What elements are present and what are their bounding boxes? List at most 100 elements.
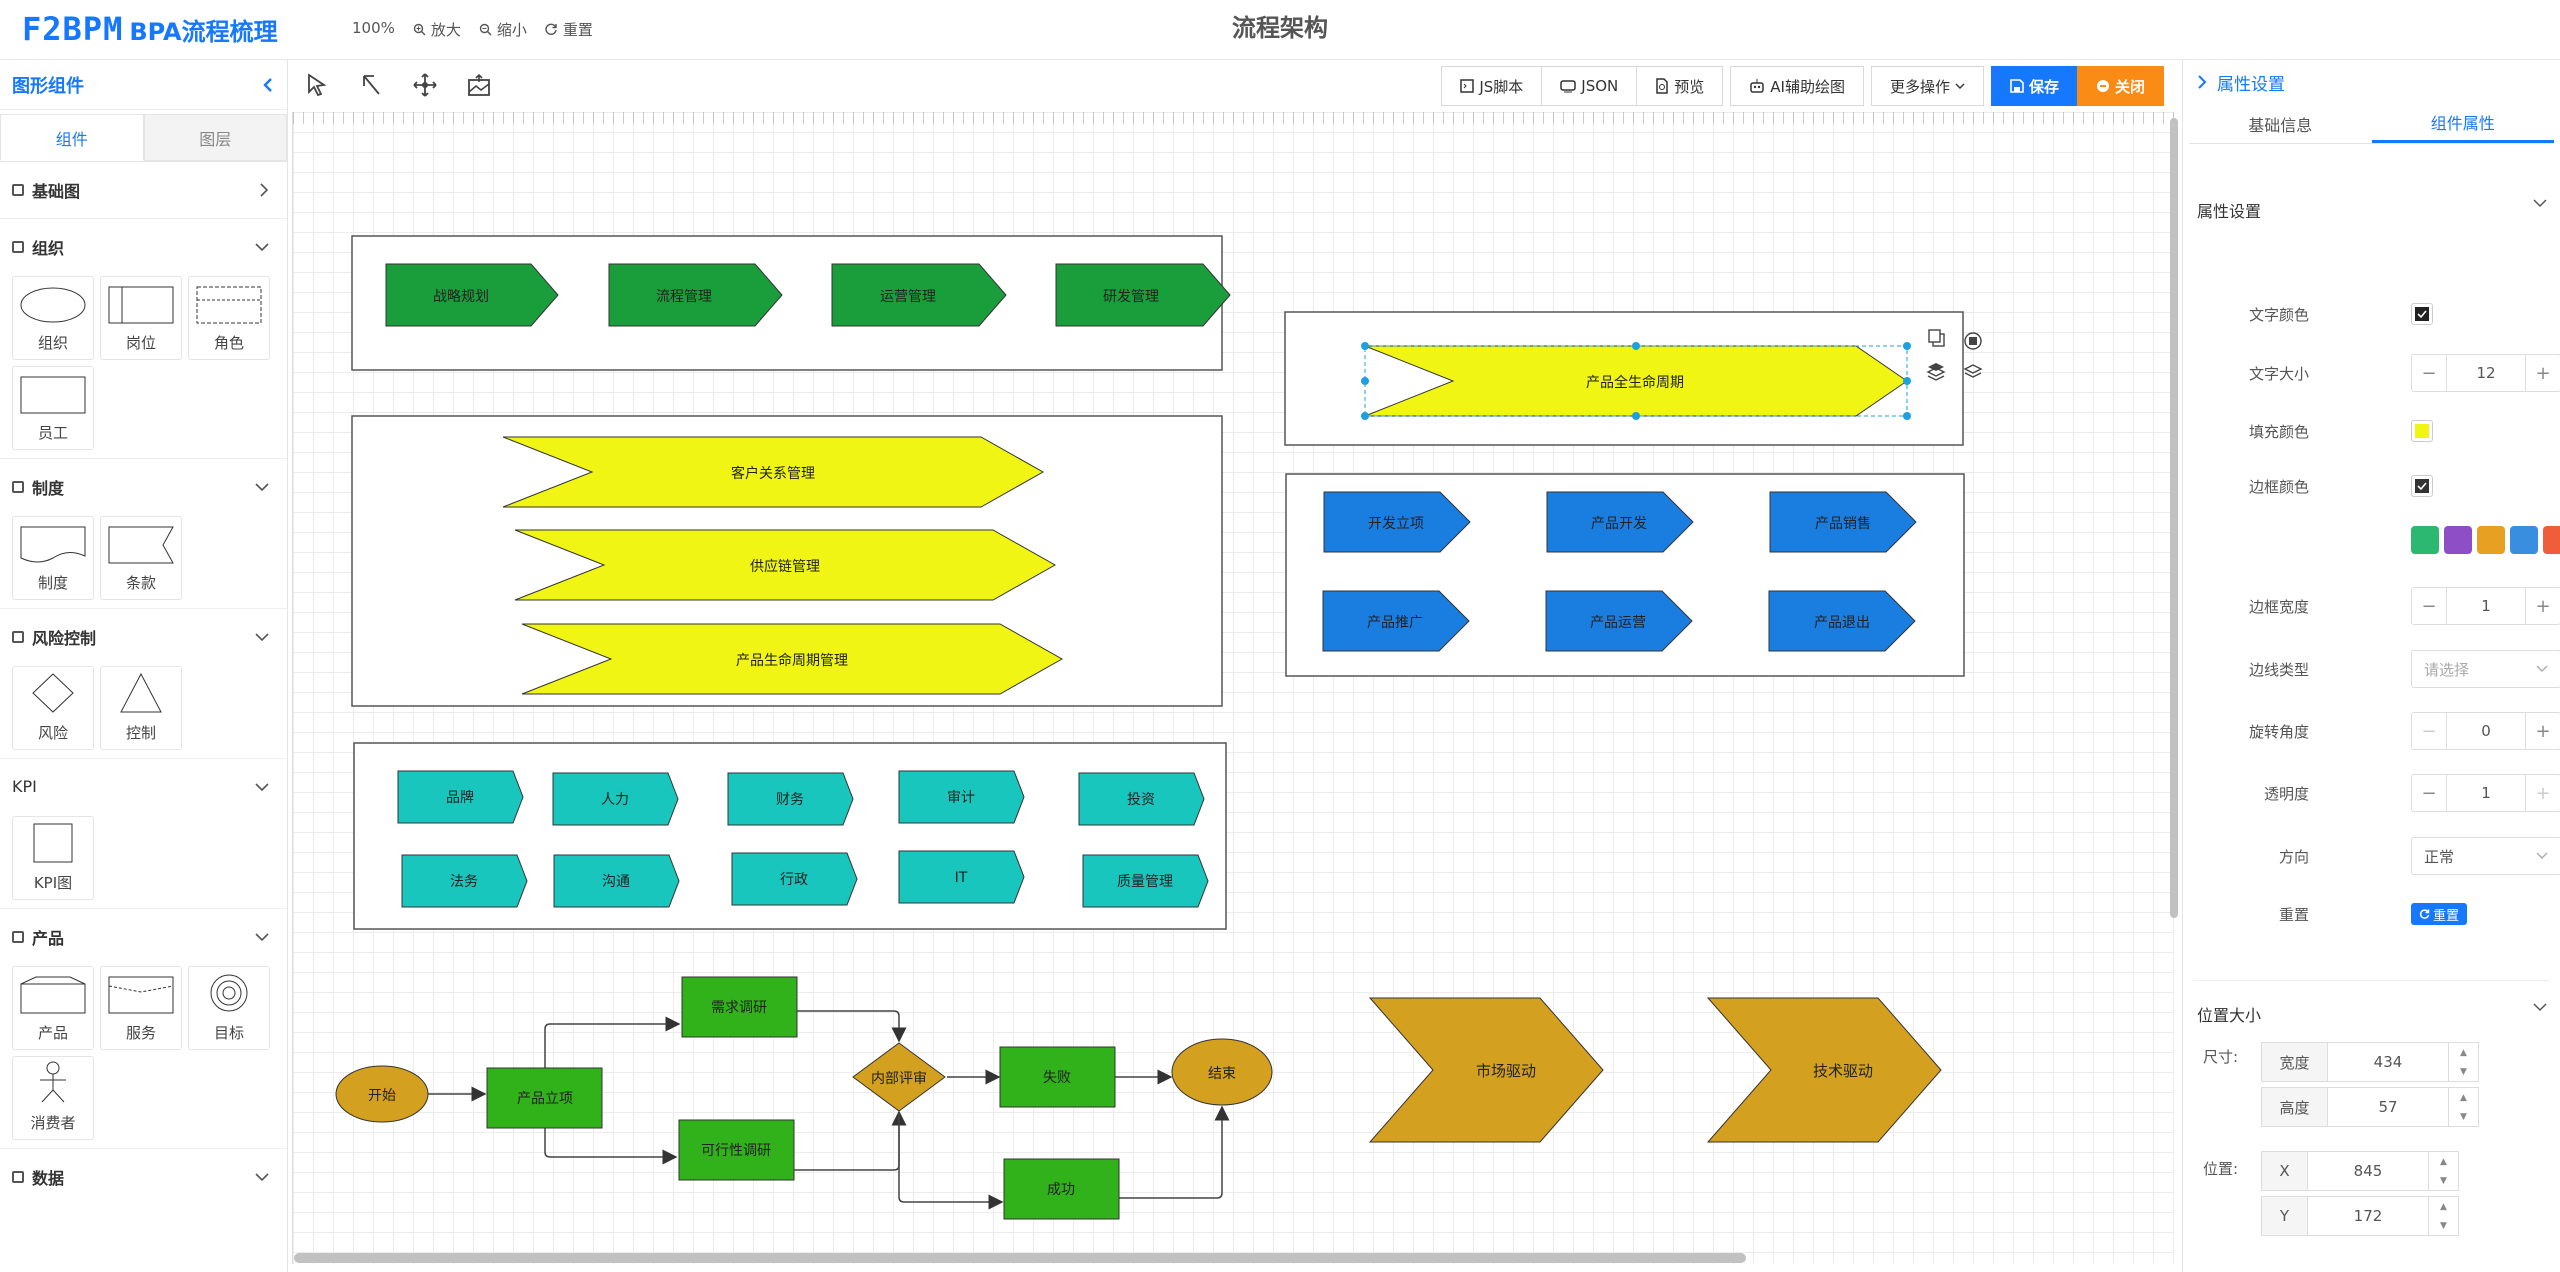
decrement-button[interactable]: − — [2421, 782, 2437, 804]
teal-arrow-3[interactable]: 财务 — [727, 772, 854, 826]
blue-arrow-2[interactable]: 产品开发 — [1546, 491, 1694, 553]
stepper-value[interactable]: 0 — [2446, 713, 2526, 749]
blue-arrow-6[interactable]: 产品退出 — [1768, 590, 1916, 652]
blue-arrow-4[interactable]: 产品推广 — [1322, 590, 1470, 652]
flow-demand[interactable]: 需求调研 — [681, 976, 798, 1038]
resize-handles[interactable] — [1361, 342, 1911, 420]
rotation-stepper[interactable]: −0 + — [2411, 712, 2560, 750]
arrow-shape-4[interactable]: 研发管理 — [1055, 263, 1231, 327]
teal-arrow-6[interactable]: 法务 — [401, 854, 528, 908]
teal-arrow-8[interactable]: 行政 — [731, 852, 858, 906]
palette-item-product[interactable]: 产品 — [12, 966, 94, 1050]
section-header-data[interactable]: 数据 — [0, 1148, 287, 1204]
palette-item-org[interactable]: 组织 — [12, 276, 94, 360]
arrow-shape-2[interactable]: 流程管理 — [608, 263, 783, 327]
palette-item-kpi[interactable]: KPI图 — [12, 816, 94, 900]
field-value[interactable]: 434 — [2373, 1053, 2403, 1071]
flow-project[interactable]: 产品立项 — [486, 1067, 603, 1129]
tab-basic-info[interactable]: 基础信息 — [2248, 115, 2313, 135]
palette-color-blue[interactable] — [2510, 526, 2538, 554]
tab-component-props[interactable]: 组件属性 — [2371, 104, 2554, 143]
palette-item-service[interactable]: 服务 — [100, 966, 182, 1050]
direction-select[interactable]: 正常 — [2411, 837, 2560, 875]
palette-item-employee[interactable]: 员工 — [12, 366, 94, 450]
palette-item-policy[interactable]: 制度 — [12, 516, 94, 600]
text-color-swatch[interactable] — [2411, 303, 2433, 325]
palette-item-risk[interactable]: 风险 — [12, 666, 94, 750]
stepper-value[interactable]: 1 — [2446, 775, 2526, 811]
props-section-header[interactable]: 属性设置 — [2197, 198, 2547, 222]
close-button[interactable]: 关闭 — [2076, 66, 2164, 106]
border-width-stepper[interactable]: −1 + — [2411, 587, 2560, 625]
connector-tool[interactable] — [354, 68, 388, 102]
arrow-shape-1[interactable]: 战略规划 — [385, 263, 559, 327]
flow-start[interactable]: 开始 — [335, 1065, 429, 1123]
teal-arrow-9[interactable]: IT — [898, 850, 1025, 904]
decrement-button[interactable]: − — [2421, 720, 2437, 742]
image-tool[interactable] — [462, 68, 496, 102]
diagram-svg[interactable]: 战略规划 流程管理 运营管理 研发管理 客户关系管理 供应链管理 产品生命周期管… — [293, 112, 2174, 1264]
palette-item-consumer[interactable]: 消费者 — [12, 1056, 94, 1140]
horizontal-scrollbar[interactable] — [294, 1253, 1746, 1263]
chevron-right-icon[interactable] — [2197, 75, 2207, 89]
flow-feasibility[interactable]: 可行性调研 — [678, 1119, 795, 1181]
reset-props-button[interactable]: 重置 — [2411, 903, 2468, 925]
decrement-button[interactable]: − — [2421, 595, 2437, 617]
teal-arrow-4[interactable]: 审计 — [898, 770, 1025, 824]
blue-arrow-5[interactable]: 产品运营 — [1545, 590, 1693, 652]
field-value[interactable]: 172 — [2353, 1207, 2383, 1225]
flow-end[interactable]: 结束 — [1171, 1038, 1273, 1106]
vertical-scrollbar[interactable] — [2170, 118, 2178, 918]
palette-color-green[interactable] — [2411, 526, 2439, 554]
chevron-shape-1[interactable]: 客户关系管理 — [502, 436, 1045, 508]
section-header-basic[interactable]: 基础图 — [0, 162, 287, 218]
big-arrow-tech[interactable]: 技术驱动 — [1706, 997, 1942, 1143]
send-back-icon[interactable] — [1963, 364, 1983, 378]
section-header-product[interactable]: 产品 — [0, 908, 287, 964]
big-arrow-market[interactable]: 市场驱动 — [1368, 997, 1604, 1143]
js-script-button[interactable]: JS脚本 — [1441, 66, 1543, 106]
move-tool[interactable] — [408, 68, 442, 102]
spin-arrows[interactable]: ▲▼ — [2448, 1043, 2478, 1081]
tab-components[interactable]: 组件 — [0, 114, 144, 161]
increment-button[interactable]: + — [2535, 720, 2551, 742]
json-button[interactable]: JSON — [1541, 66, 1638, 106]
palette-item-role[interactable]: 角色 — [188, 276, 270, 360]
field-value[interactable]: 845 — [2353, 1162, 2383, 1180]
line-type-select[interactable]: 请选择 — [2411, 650, 2560, 688]
stepper-value[interactable]: 1 — [2446, 588, 2526, 624]
palette-color-red[interactable] — [2543, 526, 2560, 554]
palette-item-target[interactable]: 目标 — [188, 966, 270, 1050]
spin-arrows[interactable]: ▲▼ — [2428, 1197, 2458, 1235]
delete-icon[interactable] — [1964, 332, 1982, 350]
zoom-reset-button[interactable]: 重置 — [545, 19, 593, 40]
size-section-header[interactable]: 位置大小 — [2197, 1002, 2547, 1026]
flow-connectors[interactable] — [428, 1010, 1230, 1210]
palette-item-control[interactable]: 控制 — [100, 666, 182, 750]
selected-chevron-shape[interactable]: 产品全生命周期 — [1364, 345, 1908, 417]
flow-success[interactable]: 成功 — [1003, 1158, 1120, 1220]
teal-arrow-7[interactable]: 沟通 — [553, 854, 680, 908]
palette-color-purple[interactable] — [2444, 526, 2472, 554]
fill-color-swatch[interactable] — [2411, 420, 2433, 442]
palette-color-orange[interactable] — [2477, 526, 2505, 554]
section-header-kpi[interactable]: KPI — [0, 758, 287, 814]
copy-icon[interactable] — [1928, 329, 1945, 347]
increment-button[interactable]: + — [2535, 595, 2551, 617]
opacity-stepper[interactable]: −1 + — [2411, 774, 2560, 812]
section-header-risk[interactable]: 风险控制 — [0, 608, 287, 664]
stepper-value[interactable]: 12 — [2446, 355, 2526, 391]
collapse-left-icon[interactable] — [261, 77, 275, 93]
teal-arrow-10[interactable]: 质量管理 — [1082, 854, 1209, 908]
section-header-policy[interactable]: 制度 — [0, 458, 287, 514]
drawing-canvas[interactable]: 战略规划 流程管理 运营管理 研发管理 客户关系管理 供应链管理 产品生命周期管… — [292, 112, 2174, 1264]
border-color-swatch[interactable] — [2411, 475, 2433, 497]
flow-review-decision[interactable]: 内部评审 — [852, 1042, 946, 1112]
chevron-shape-2[interactable]: 供应链管理 — [514, 529, 1057, 601]
increment-button[interactable]: + — [2535, 782, 2551, 804]
teal-arrow-1[interactable]: 品牌 — [397, 770, 524, 824]
